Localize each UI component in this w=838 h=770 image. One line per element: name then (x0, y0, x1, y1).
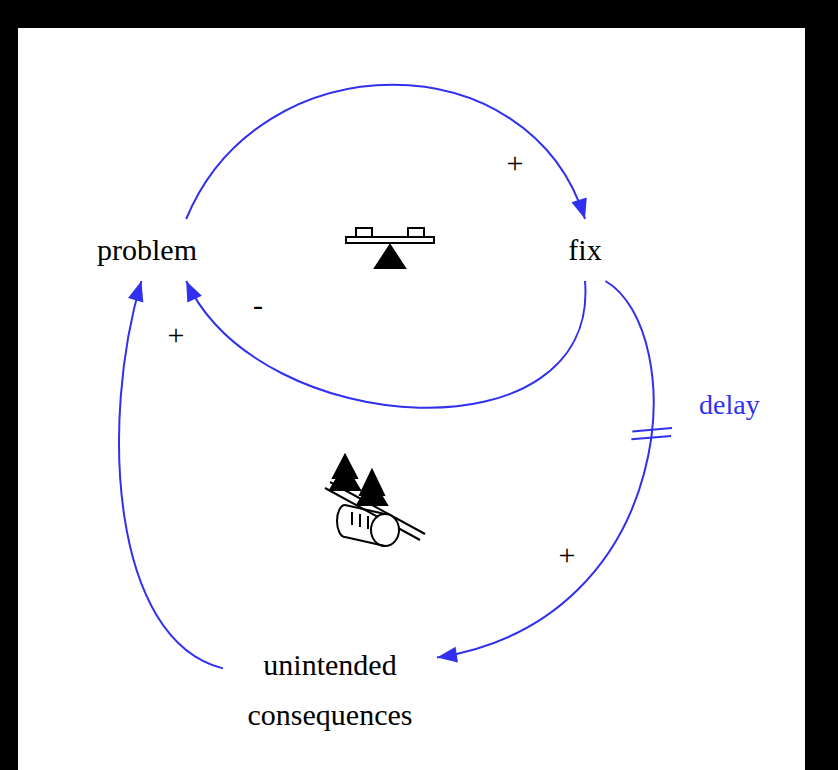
causal-link (437, 281, 672, 662)
polarity-sign: + (505, 148, 526, 178)
polarity-sign: - (251, 290, 265, 320)
log-back (337, 505, 345, 537)
balance-fulcrum (375, 245, 405, 268)
log-ring (351, 512, 353, 525)
arrowhead (571, 198, 586, 219)
balance-icon (346, 228, 434, 268)
arrowhead (128, 281, 143, 302)
causal-link (119, 281, 223, 668)
delay-mark (631, 436, 671, 439)
delay-label: delay (697, 390, 762, 420)
balance-pan (356, 228, 372, 237)
arrowhead (437, 647, 458, 663)
balance-pan (408, 228, 424, 237)
variable-node: unintended consequences (229, 636, 431, 744)
link-curve (186, 85, 585, 219)
log-ring (367, 516, 369, 529)
variable-text: problem (97, 225, 197, 275)
balance-beam (346, 237, 434, 243)
link-curve (186, 281, 585, 408)
tree (330, 465, 360, 490)
variable-text: unintended consequences (235, 640, 425, 740)
log-ring (359, 514, 361, 527)
snowball-icon (325, 455, 425, 546)
link-curve (437, 281, 654, 658)
link-curve (119, 281, 223, 668)
polarity-sign: + (557, 540, 578, 570)
variable-text: fix (568, 225, 601, 275)
log-side (345, 537, 385, 546)
delay-mark (632, 428, 672, 431)
polarity-sign: + (166, 320, 187, 350)
variable-node: problem (91, 221, 203, 279)
causal-link (186, 85, 587, 219)
tree (357, 480, 387, 505)
arrowhead (186, 281, 202, 303)
white-ground (18, 28, 805, 770)
variable-node: fix (562, 221, 607, 279)
log-end (371, 514, 399, 546)
causal-link (186, 281, 585, 408)
